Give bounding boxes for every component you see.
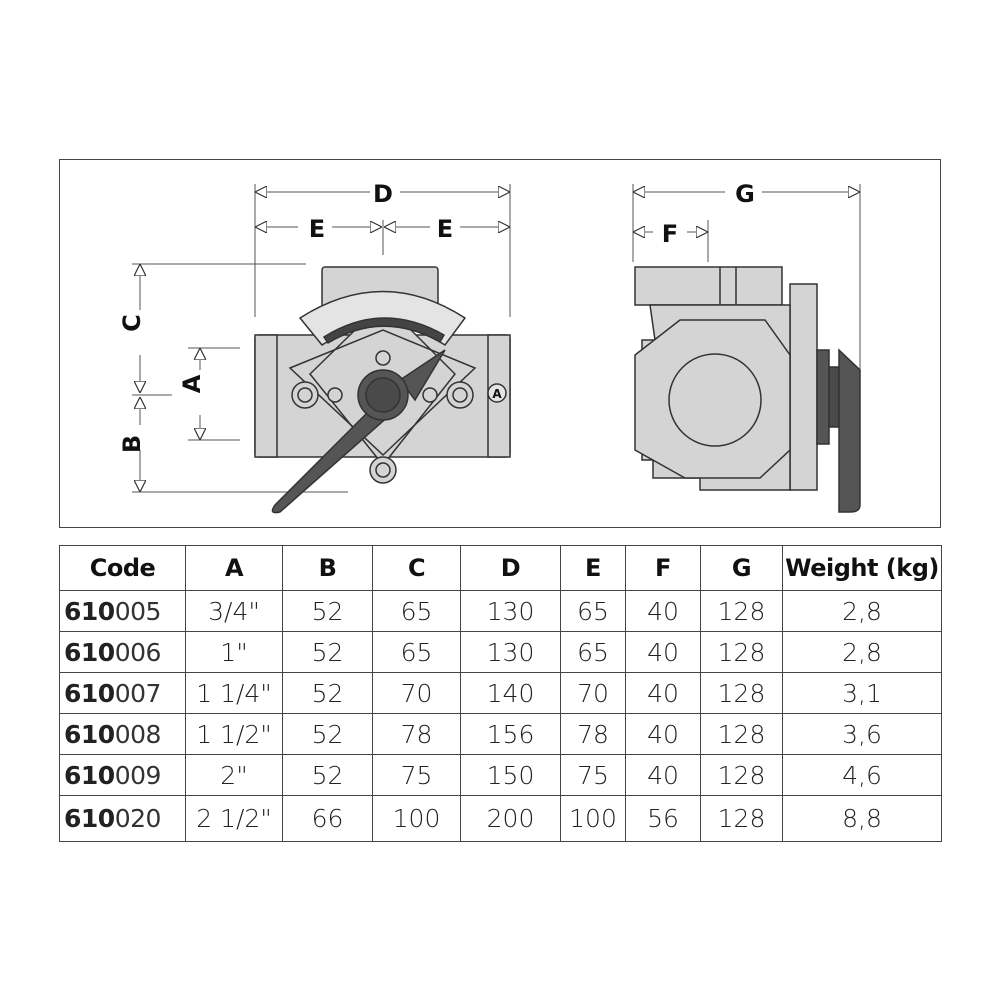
- dim-label-a: A: [178, 374, 206, 393]
- cell-b: 52: [282, 631, 373, 673]
- cell-code: 610009: [59, 754, 186, 796]
- cell-e: 75: [560, 754, 626, 796]
- cell-c: 70: [372, 672, 461, 714]
- cell-e: 70: [560, 672, 626, 714]
- header-f: F: [625, 545, 701, 591]
- cell-w: 2,8: [782, 631, 942, 673]
- cell-b: 66: [282, 795, 373, 842]
- technical-drawing-panel: D E E C A B G F A: [59, 159, 941, 528]
- cell-b: 52: [282, 754, 373, 796]
- cell-a: 1 1/4": [185, 672, 283, 714]
- cell-d: 140: [460, 672, 561, 714]
- cell-g: 128: [700, 590, 783, 632]
- cell-g: 128: [700, 713, 783, 755]
- cell-a: 2": [185, 754, 283, 796]
- cell-d: 200: [460, 795, 561, 842]
- header-d: D: [460, 545, 561, 591]
- dim-label-e-left: E: [309, 215, 325, 243]
- code-prefix: 610: [64, 596, 115, 626]
- cell-code: 610020: [59, 795, 186, 842]
- valve-front-view: [254, 266, 511, 514]
- cell-w: 3,6: [782, 713, 942, 755]
- cell-code: 610005: [59, 590, 186, 632]
- cell-b: 52: [282, 672, 373, 714]
- valve-drawings: D E E C A B G F A: [118, 180, 861, 514]
- cell-code: 610007: [59, 672, 186, 714]
- header-code: Code: [59, 545, 186, 591]
- header-e: E: [560, 545, 626, 591]
- dim-label-d: D: [373, 180, 393, 208]
- cell-e: 65: [560, 590, 626, 632]
- cell-c: 65: [372, 590, 461, 632]
- cell-f: 40: [625, 713, 701, 755]
- code-prefix: 610: [64, 678, 115, 708]
- code-suffix: 009: [114, 760, 162, 790]
- dimension-lines: [132, 184, 861, 493]
- cell-w: 3,1: [782, 672, 942, 714]
- cell-f: 40: [625, 754, 701, 796]
- header-b: B: [282, 545, 373, 591]
- cell-a: 1 1/2": [185, 713, 283, 755]
- code-prefix: 610: [64, 719, 115, 749]
- cell-a: 2 1/2": [185, 795, 283, 842]
- cell-g: 128: [700, 754, 783, 796]
- cell-w: 2,8: [782, 590, 942, 632]
- code-suffix: 020: [114, 804, 162, 833]
- cell-a: 1": [185, 631, 283, 673]
- dim-label-c: C: [118, 314, 146, 332]
- cell-c: 65: [372, 631, 461, 673]
- code-prefix: 610: [64, 637, 115, 667]
- dim-label-g: G: [735, 180, 755, 208]
- cell-g: 128: [700, 631, 783, 673]
- header-c: C: [372, 545, 461, 591]
- code-suffix: 005: [114, 596, 162, 626]
- cell-f: 40: [625, 672, 701, 714]
- cell-f: 40: [625, 631, 701, 673]
- cell-e: 100: [560, 795, 626, 842]
- dim-label-f: F: [662, 220, 678, 248]
- cell-f: 40: [625, 590, 701, 632]
- code-suffix: 008: [114, 719, 162, 749]
- code-prefix: 610: [64, 760, 115, 790]
- cell-e: 78: [560, 713, 626, 755]
- header-a: A: [185, 545, 283, 591]
- cell-b: 52: [282, 590, 373, 632]
- code-prefix: 610: [64, 804, 115, 833]
- table-header-row: Code A B C D E F G Weight (kg): [59, 545, 942, 591]
- valve-side-view: [634, 266, 861, 513]
- cell-g: 128: [700, 795, 783, 842]
- dim-label-b: B: [118, 435, 146, 453]
- cell-f: 56: [625, 795, 701, 842]
- cell-c: 100: [372, 795, 461, 842]
- cell-w: 4,6: [782, 754, 942, 796]
- cell-c: 75: [372, 754, 461, 796]
- cell-e: 65: [560, 631, 626, 673]
- code-suffix: 007: [114, 678, 162, 708]
- cell-c: 78: [372, 713, 461, 755]
- cell-g: 128: [700, 672, 783, 714]
- header-g: G: [700, 545, 783, 591]
- cell-code: 610008: [59, 713, 186, 755]
- cell-d: 130: [460, 631, 561, 673]
- dim-label-e-right: E: [437, 215, 453, 243]
- cell-d: 156: [460, 713, 561, 755]
- cell-code: 610006: [59, 631, 186, 673]
- cell-b: 52: [282, 713, 373, 755]
- port-marker-a: A: [492, 387, 502, 401]
- cell-d: 130: [460, 590, 561, 632]
- header-weight: Weight (kg): [782, 545, 942, 591]
- cell-w: 8,8: [782, 795, 942, 842]
- cell-d: 150: [460, 754, 561, 796]
- code-suffix: 006: [114, 637, 162, 667]
- cell-a: 3/4": [185, 590, 283, 632]
